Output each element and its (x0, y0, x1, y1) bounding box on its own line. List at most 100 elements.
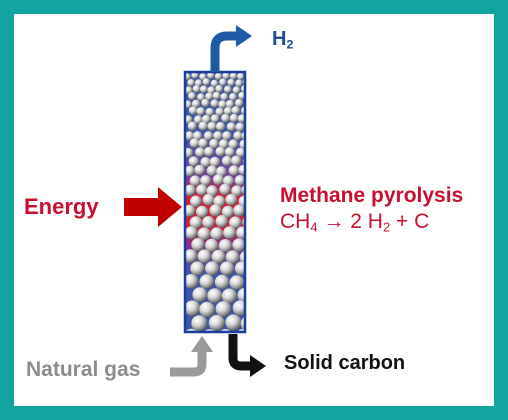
catalyst-particle (235, 122, 245, 132)
catalyst-particle (215, 121, 226, 132)
catalyst-particle (223, 106, 233, 116)
catalyst-particle (241, 184, 245, 196)
catalyst-particle (223, 175, 234, 187)
catalyst-particle (215, 146, 226, 157)
catalyst-particle (197, 93, 205, 102)
catalyst-particle (226, 122, 236, 132)
catalyst-particle (194, 164, 205, 176)
catalyst-particle (218, 139, 229, 149)
catalyst-particle (185, 100, 192, 109)
catalyst-particle (205, 238, 219, 253)
catalyst-particle (229, 72, 238, 80)
catalyst-particle (188, 92, 196, 101)
catalyst-particle (188, 106, 198, 115)
catalyst-particle (192, 131, 203, 141)
catalyst-particle (191, 315, 208, 332)
catalyst-particle (209, 156, 221, 168)
catalyst-particle (198, 121, 208, 131)
catalyst-particle (213, 195, 226, 208)
catalyst-particle (210, 79, 219, 88)
catalyst-particle (223, 226, 237, 240)
catalyst-particle (206, 165, 218, 176)
catalyst-particle (224, 147, 235, 157)
catalyst-particle (229, 216, 242, 229)
catalyst-particle (236, 226, 245, 240)
catalyst-particle (238, 195, 245, 208)
catalyst-particle (185, 204, 196, 217)
catalyst-particle (233, 204, 245, 217)
catalyst-particle (232, 238, 245, 252)
catalyst-particle (221, 113, 230, 123)
catalyst-particle (221, 205, 235, 218)
catalyst-particle (234, 261, 245, 276)
catalyst-particle (185, 226, 198, 240)
catalyst-particle (192, 287, 208, 303)
catalyst-particle (199, 85, 208, 94)
catalyst-particle (215, 215, 229, 228)
catalyst-particle (235, 147, 245, 158)
catalyst-particle (197, 249, 212, 264)
catalyst-particle (202, 193, 215, 206)
catalyst-particle (185, 86, 193, 95)
catalyst-particle (191, 99, 201, 109)
catalyst-particle (207, 288, 223, 304)
catalyst-particle (208, 314, 225, 331)
catalyst-particle (222, 72, 230, 80)
catalyst-particle (225, 193, 238, 206)
catalyst-particle (239, 250, 245, 265)
catalyst-particle (213, 131, 223, 141)
catalyst-particle (205, 92, 214, 101)
catalyst-particle (225, 314, 242, 331)
catalyst-particle (209, 204, 222, 217)
h2-label: H2 (272, 28, 294, 52)
catalyst-particle (198, 138, 209, 149)
catalyst-particle (237, 114, 245, 123)
catalyst-particle (203, 131, 214, 141)
catalyst-particle (218, 100, 227, 109)
catalyst-particle (214, 72, 223, 81)
catalyst-particle (189, 175, 201, 187)
catalyst-particle (205, 107, 215, 117)
catalyst-particle (239, 139, 245, 150)
catalyst-particle (231, 106, 241, 115)
catalyst-particle (229, 275, 245, 290)
catalyst-particle (194, 79, 203, 87)
catalyst-particle (189, 216, 203, 229)
catalyst-particle (222, 131, 232, 141)
catalyst-particle (201, 114, 211, 124)
catalyst-particle (228, 165, 240, 176)
catalyst-particle (210, 227, 224, 241)
catalyst-particle (215, 84, 224, 93)
catalyst-particle (200, 157, 211, 168)
catalyst-particle (234, 98, 244, 108)
catalyst-particle (211, 249, 226, 264)
catalyst-particle (207, 72, 215, 80)
catalyst-particle (190, 195, 202, 208)
catalyst-particle (221, 155, 233, 167)
solid-carbon-label: Solid carbon (284, 352, 406, 374)
solid-carbon-outlet-arrow-icon (228, 334, 266, 377)
catalyst-particle (232, 86, 241, 94)
catalyst-particle (237, 72, 245, 81)
catalyst-particle (199, 301, 215, 318)
catalyst-particle (227, 78, 235, 87)
catalyst-particle (225, 250, 240, 264)
reactor-tube (183, 70, 247, 334)
h2-outlet-arrow-icon (210, 25, 252, 72)
catalyst-particle (238, 91, 245, 100)
catalyst-particle (196, 184, 208, 196)
catalyst-particle (212, 91, 221, 100)
catalyst-particle (197, 227, 211, 241)
reaction-title: Methane pyrolysis (280, 184, 464, 207)
catalyst-particle (229, 113, 239, 123)
catalyst-particles (185, 72, 245, 332)
catalyst-particle (200, 175, 212, 187)
natural-gas-inlet-arrow-icon (170, 336, 213, 377)
catalyst-particle (201, 98, 210, 108)
catalyst-particle (196, 205, 209, 218)
catalyst-particle (219, 261, 235, 276)
catalyst-particle (205, 261, 220, 276)
catalyst-particle (187, 121, 197, 131)
catalyst-particle (229, 93, 237, 101)
catalyst-particle (185, 131, 195, 141)
